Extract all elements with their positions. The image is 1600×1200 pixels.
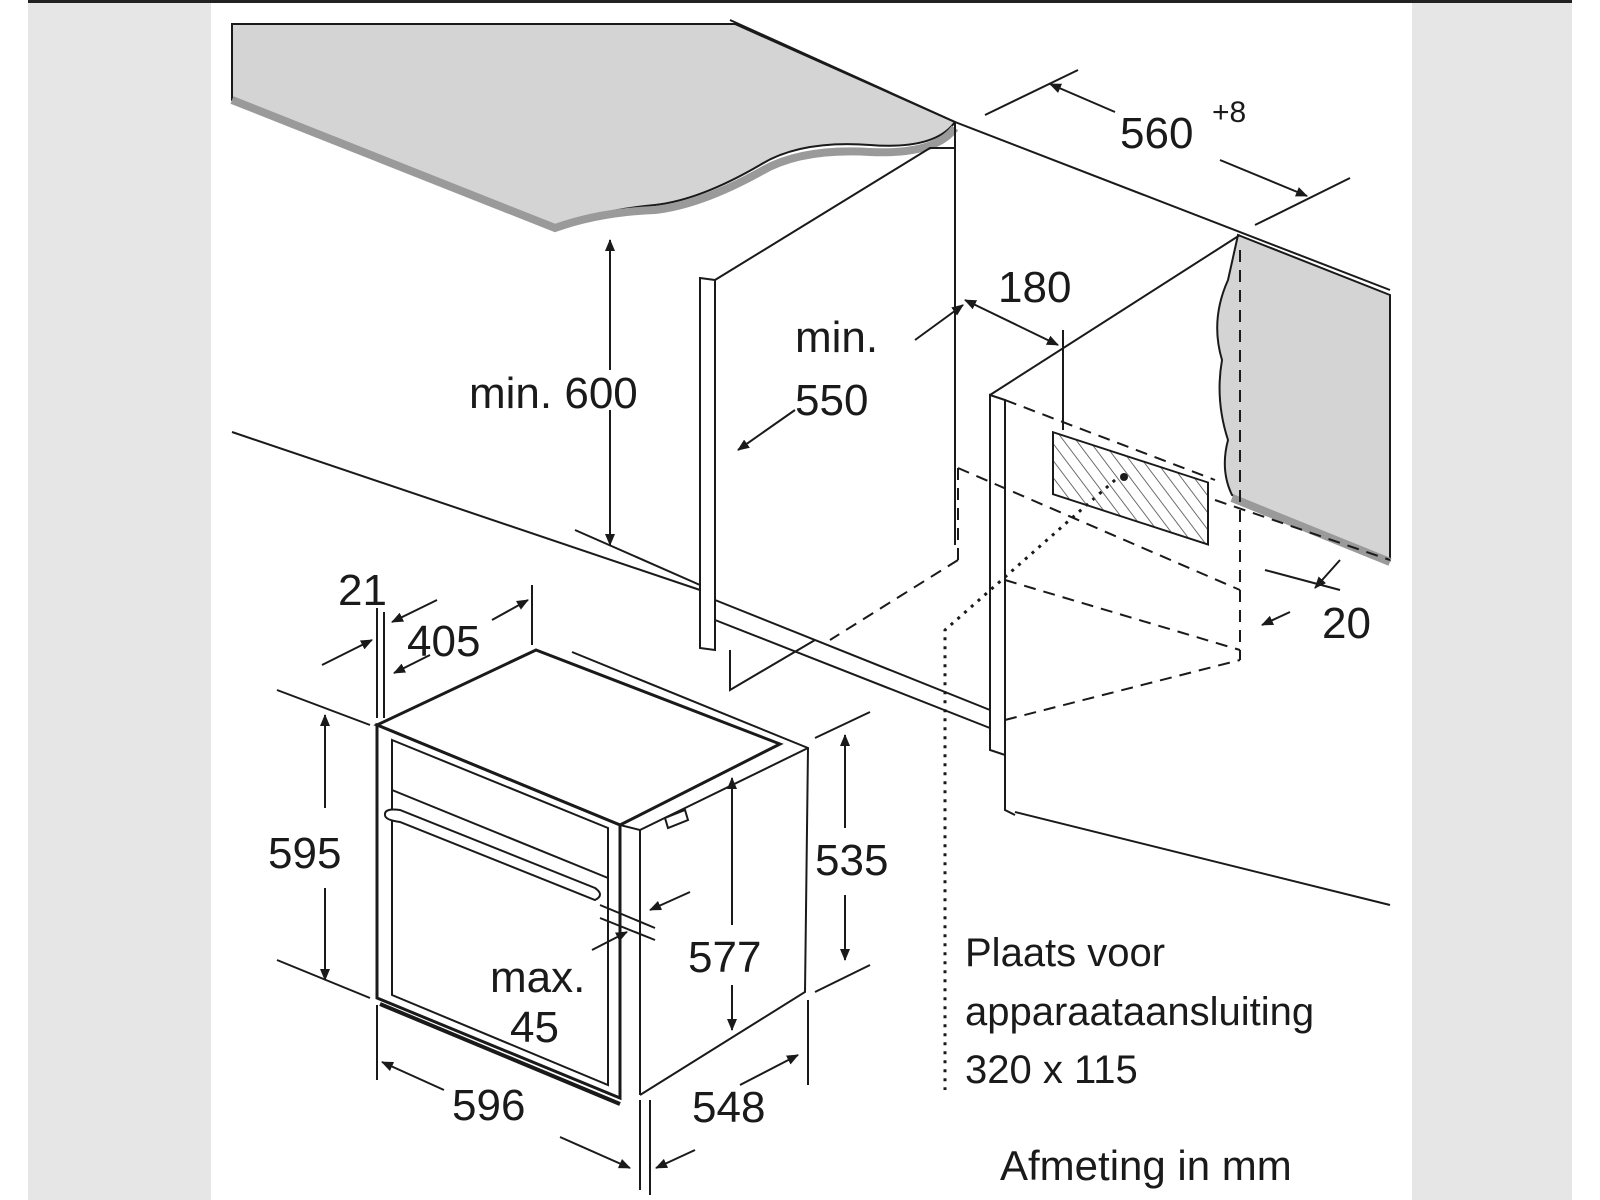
right-margin — [1572, 0, 1600, 1200]
connection-outline — [943, 478, 1116, 1090]
countertop — [230, 23, 959, 233]
countertop-right — [1216, 233, 1392, 566]
diagram-caption: Afmeting in mm — [1000, 1142, 1292, 1189]
top-border-line — [28, 0, 1572, 3]
oven-inner-height-label: 577 — [688, 933, 761, 982]
handle-max-label: max. — [490, 953, 585, 1002]
rear-offset-label: 20 — [1322, 599, 1371, 648]
left-gray-frame — [28, 0, 211, 1200]
hidden-lines — [829, 250, 1391, 721]
oven-width-label: 596 — [452, 1081, 525, 1130]
niche-min-depth-value: 550 — [795, 376, 868, 425]
niche-min-depth-prefix: min. — [795, 313, 878, 362]
oven-total-height-label: 595 — [268, 829, 341, 878]
installation-diagram-svg: min. 600 min. 550 560 +8 180 20 21 405 5… — [230, 19, 1392, 1195]
oven-depth-label: 548 — [692, 1083, 765, 1132]
right-gray-frame — [1412, 0, 1572, 1200]
connection-note-line3: 320 x 115 — [965, 1048, 1138, 1092]
oven-body-height-label: 535 — [815, 836, 888, 885]
left-margin — [0, 0, 28, 1200]
oven-top-depth-label: 405 — [407, 617, 480, 666]
oven — [373, 648, 810, 1106]
niche-min-height-label: min. 600 — [469, 369, 638, 418]
niche-cabinet — [231, 19, 1391, 906]
handle-max-value: 45 — [510, 1003, 559, 1052]
connection-point — [1120, 473, 1128, 481]
connection-area-hatch — [1052, 430, 1209, 546]
rear-gap-label: 180 — [998, 263, 1071, 312]
niche-width-label: 560 — [1120, 109, 1193, 158]
niche-dimensions — [574, 69, 1351, 626]
connection-note-line2: apparaataansluiting — [965, 990, 1314, 1034]
connection-note-line1: Plaats voor — [965, 931, 1165, 975]
panel-thickness-label: 21 — [338, 566, 387, 615]
installation-drawing: min. 600 min. 550 560 +8 180 20 21 405 5… — [211, 3, 1412, 1200]
niche-width-tolerance: +8 — [1212, 96, 1246, 129]
oven-dimensions — [276, 585, 871, 1195]
